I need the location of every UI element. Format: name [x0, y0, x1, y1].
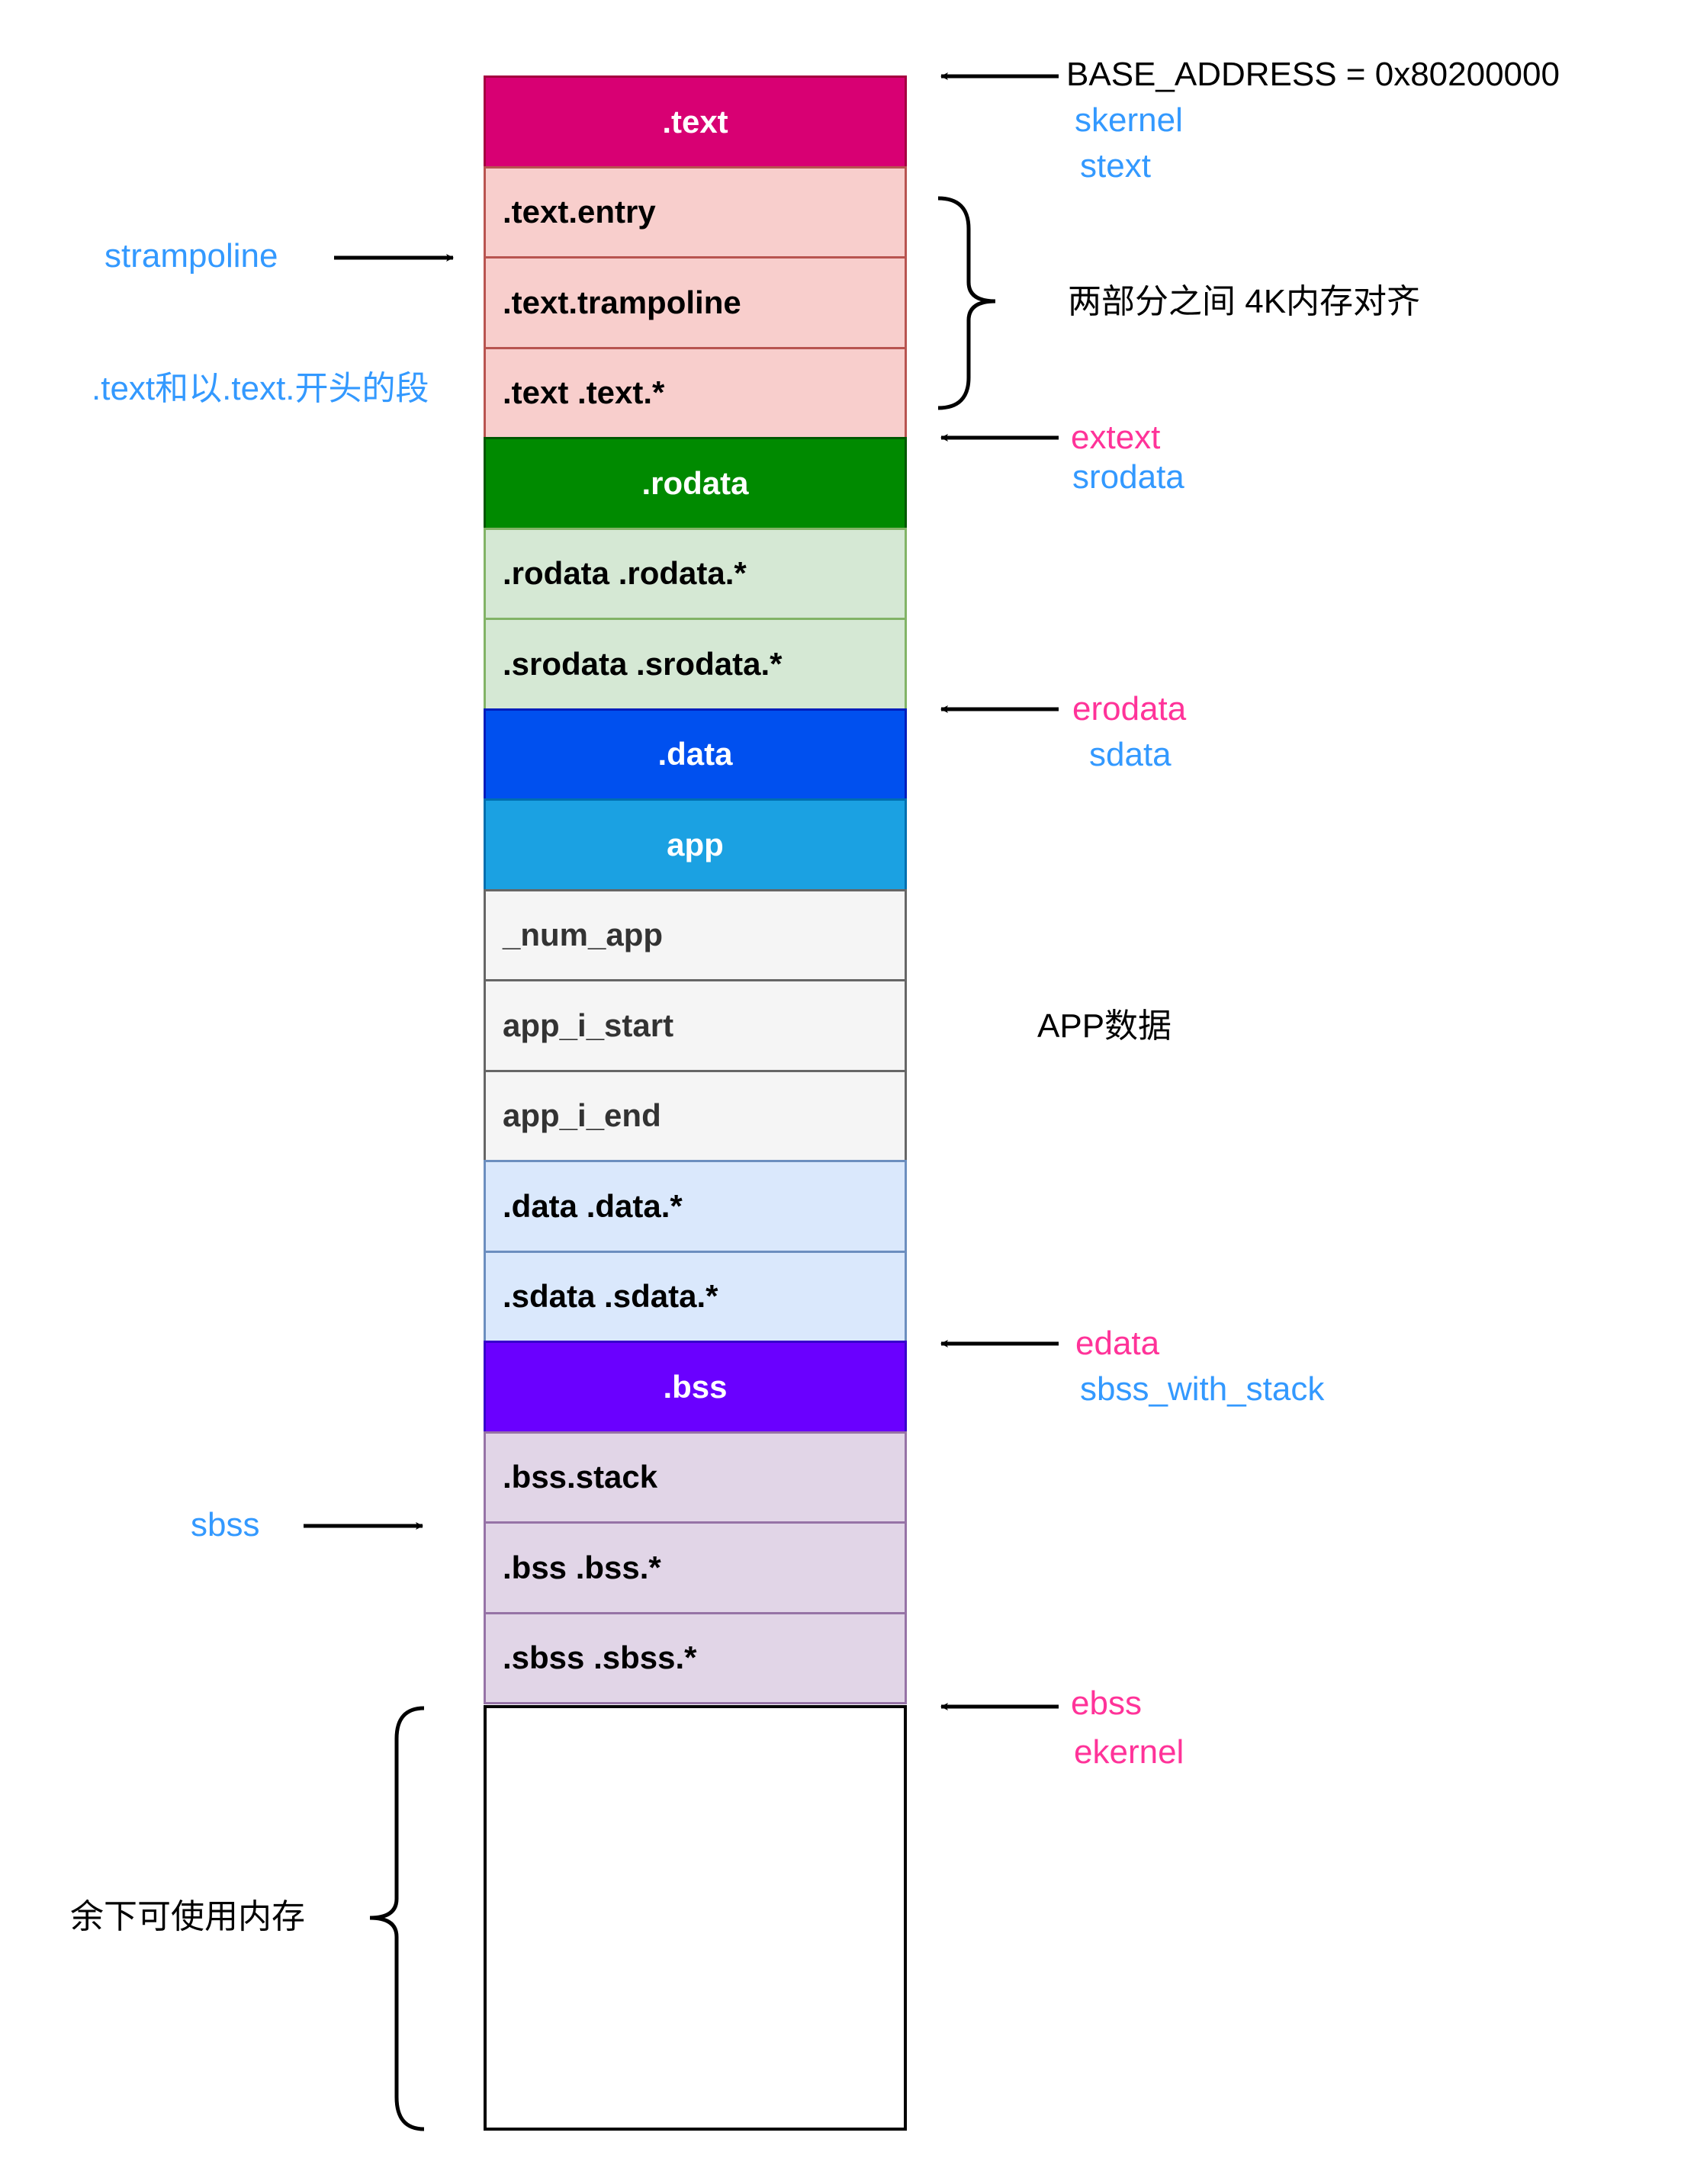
sbss-label: sbss — [191, 1506, 260, 1543]
alignment-note: 两部分之间 4K内存对齐 — [1068, 283, 1421, 320]
text-segments-label: .text和以.text.开头的段 — [92, 370, 429, 407]
section-label: .rodata .rodata.* — [503, 555, 747, 592]
section-label: .sdata .sdata.* — [503, 1278, 718, 1315]
section-row: .rodata — [484, 437, 907, 530]
edata-label: edata — [1075, 1325, 1160, 1362]
remaining-memory-brace — [369, 1706, 425, 2131]
section-row: .text — [484, 75, 907, 169]
section-label: .bss — [663, 1368, 728, 1405]
section-row: .bss.stack — [484, 1431, 907, 1524]
strampoline-label: strampoline — [104, 237, 278, 275]
section-row: .sdata .sdata.* — [484, 1250, 907, 1343]
section-label: .data .data.* — [503, 1187, 683, 1224]
section-row: .srodata .srodata.* — [484, 618, 907, 711]
remaining-memory-label: 余下可使用内存 — [70, 1898, 305, 1935]
section-label: app_i_end — [503, 1097, 661, 1134]
section-row: .bss .bss.* — [484, 1521, 907, 1614]
section-label: _num_app — [503, 917, 664, 953]
section-row: .text .text.* — [484, 346, 907, 439]
section-label: .bss.stack — [503, 1459, 658, 1495]
section-label: .rodata — [641, 464, 749, 501]
ekernel-label: ekernel — [1074, 1733, 1184, 1771]
section-row: .rodata .rodata.* — [484, 527, 907, 620]
app-data-label: APP数据 — [1037, 1007, 1172, 1045]
free-memory-block — [484, 1705, 907, 2131]
section-row: .data — [484, 708, 907, 801]
section-row: app — [484, 798, 907, 891]
base-address-label: BASE_ADDRESS = 0x80200000 — [1066, 56, 1560, 93]
section-row: .sbss .sbss.* — [484, 1611, 907, 1704]
section-label: .text.entry — [503, 194, 656, 230]
section-label: app_i_start — [503, 1007, 674, 1043]
alignment-brace — [937, 196, 996, 410]
section-row: .text.trampoline — [484, 256, 907, 349]
section-row: _num_app — [484, 888, 907, 981]
stext-label: stext — [1080, 147, 1151, 185]
section-row: app_i_end — [484, 1069, 907, 1162]
section-label: .text — [662, 103, 728, 140]
section-label: .text.trampoline — [503, 284, 741, 320]
sbss-with-stack-label: sbss_with_stack — [1080, 1370, 1325, 1408]
srodata-label: srodata — [1072, 458, 1184, 496]
section-label: app — [667, 826, 724, 862]
sdata-label: sdata — [1089, 736, 1172, 773]
section-label: .text .text.* — [503, 374, 665, 411]
erodata-label: erodata — [1072, 690, 1187, 727]
section-label: .sbss .sbss.* — [503, 1640, 697, 1676]
skernel-label: skernel — [1075, 101, 1183, 139]
extext-label: extext — [1071, 419, 1161, 456]
ebss-label: ebss — [1071, 1685, 1142, 1722]
section-label: .srodata .srodata.* — [503, 645, 783, 682]
section-label: .data — [657, 736, 733, 772]
section-label: .bss .bss.* — [503, 1549, 661, 1585]
